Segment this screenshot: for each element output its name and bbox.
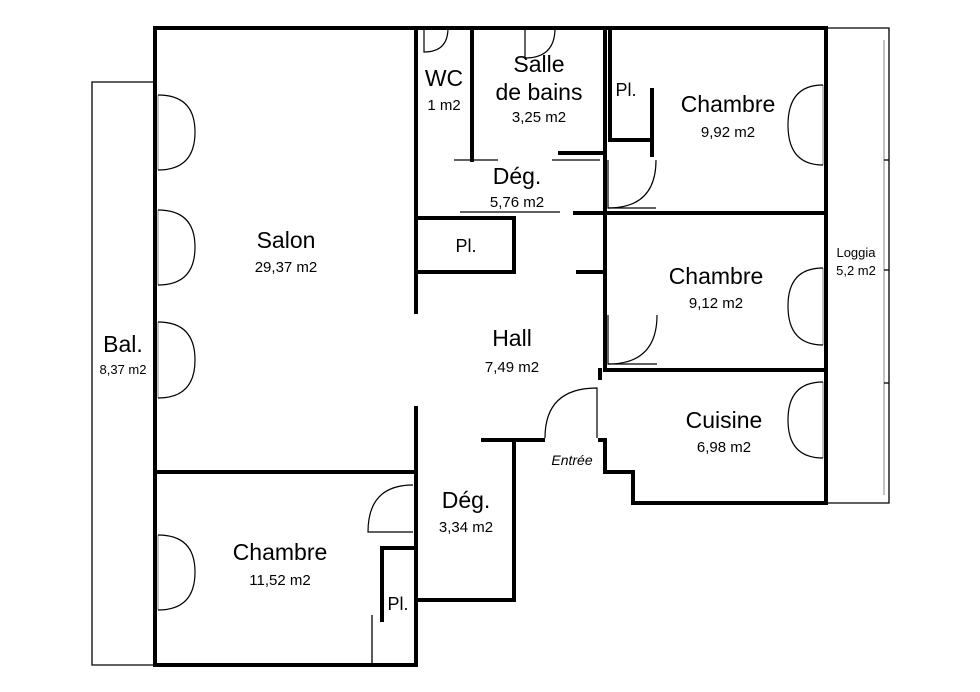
deg2-name: Dég. xyxy=(442,487,491,513)
chambre1-name: Chambre xyxy=(681,91,776,117)
salon-area: 29,37 m2 xyxy=(255,259,318,276)
chambre1-area: 9,92 m2 xyxy=(701,124,755,141)
hall-area: 7,49 m2 xyxy=(485,359,539,376)
chambre3-area: 11,52 m2 xyxy=(249,572,310,589)
wc-name: WC xyxy=(425,65,463,91)
chambre3-name: Chambre xyxy=(233,539,328,565)
chambre2-name: Chambre xyxy=(669,263,764,289)
wc-area: 1 m2 xyxy=(427,97,460,114)
hall-name: Hall xyxy=(492,325,532,351)
loggia-name: Loggia xyxy=(836,245,876,260)
sdb-area: 3,25 m2 xyxy=(512,109,566,126)
sdb-name-line2: de bains xyxy=(496,79,583,105)
balcon-name: Bal. xyxy=(103,331,143,357)
walls xyxy=(153,26,828,667)
balcon-area: 8,37 m2 xyxy=(100,362,147,377)
chambre3-window xyxy=(157,534,196,611)
deg2-area: 3,34 m2 xyxy=(439,519,493,536)
salon-name: Salon xyxy=(257,227,316,253)
room-labels: Salon 29,37 m2 WC 1 m2 Salle de bains 3,… xyxy=(100,51,877,589)
entrance-label: Entrée xyxy=(551,452,592,468)
sdb-name-line1: Salle xyxy=(513,51,564,77)
deg1-name: Dég. xyxy=(493,163,542,189)
salon-french-windows xyxy=(157,94,196,399)
closet-label: Pl. xyxy=(455,236,476,256)
closet-label: Pl. xyxy=(387,594,408,614)
loggia-area: 5,2 m2 xyxy=(836,263,876,278)
closet-label: Pl. xyxy=(615,80,636,100)
balcony-outline xyxy=(91,81,155,666)
chambre2-area: 9,12 m2 xyxy=(689,295,743,312)
cuisine-name: Cuisine xyxy=(686,407,763,433)
interior-doors xyxy=(367,27,658,533)
deg1-area: 5,76 m2 xyxy=(490,194,544,211)
cuisine-area: 6,98 m2 xyxy=(697,439,751,456)
loggia-outline xyxy=(826,27,890,504)
partitions xyxy=(454,159,600,213)
right-windows xyxy=(787,84,824,459)
closet-labels: Pl. Pl. Pl. xyxy=(387,80,636,614)
